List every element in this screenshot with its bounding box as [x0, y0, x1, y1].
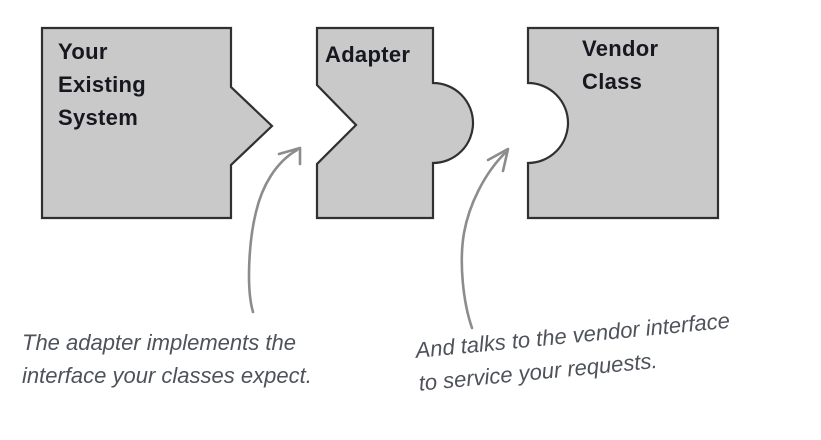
existing-system-label: Your Existing System [58, 39, 146, 130]
adapter-shape [315, 26, 475, 220]
adapter-label: Adapter [325, 42, 411, 67]
arrow-to-vendor-head [486, 147, 510, 173]
vendor-class-shape [526, 26, 720, 220]
arrow-to-adapter [247, 146, 302, 314]
arrow-to-vendor-line [460, 151, 507, 330]
existing-system-shape [40, 26, 274, 220]
arrow-to-adapter-head [277, 146, 302, 166]
arrow-to-adapter-line [247, 148, 299, 314]
adapter-annotation: The adapter implements the interface you… [22, 330, 312, 388]
vendor-class-label: Vendor Class [582, 36, 659, 94]
arrow-to-vendor [460, 147, 510, 330]
